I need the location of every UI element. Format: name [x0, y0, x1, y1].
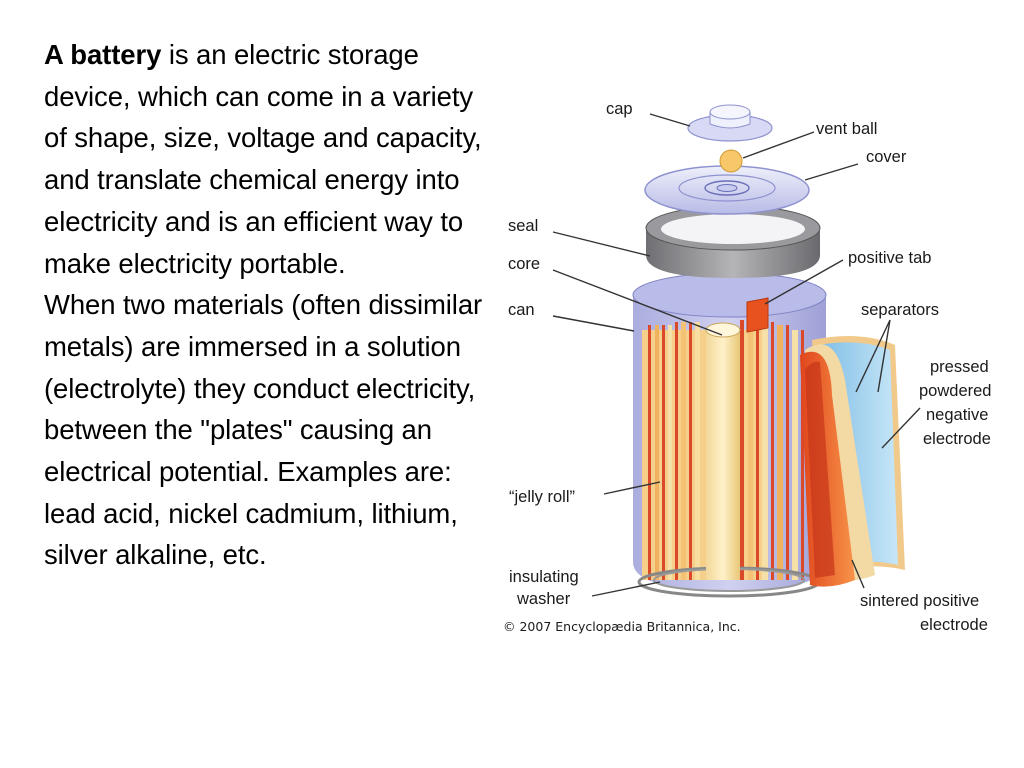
text-block: A battery is an electric storage device,…: [44, 34, 494, 576]
label-pressed-2: powdered: [919, 382, 991, 400]
unrolled-layers: [800, 336, 905, 587]
positive-tab: [746, 297, 769, 333]
battery-cap: [687, 104, 773, 142]
battery-cover: [644, 165, 810, 215]
label-positive-tab: positive tab: [848, 249, 931, 267]
label-cap: cap: [606, 100, 633, 118]
label-pressed-3: negative: [926, 406, 988, 424]
label-insulating-1: insulating: [509, 568, 579, 586]
battery-term: A battery: [44, 39, 162, 70]
label-jelly-roll: “jelly roll”: [509, 488, 575, 506]
definition-text: is an electric storage device, which can…: [44, 39, 482, 279]
label-can: can: [508, 301, 535, 319]
battery-core: [705, 322, 741, 580]
label-vent-ball: vent ball: [816, 120, 877, 138]
label-pressed-4: electrode: [923, 430, 991, 448]
vent-ball: [719, 149, 743, 173]
label-pressed-1: pressed: [930, 358, 989, 376]
label-core: core: [508, 255, 540, 273]
leader-lines: [552, 113, 921, 597]
battery-diagram: cap vent ball cover seal core positive t…: [503, 100, 991, 634]
label-seal: seal: [508, 217, 538, 235]
label-sintered-1: sintered positive: [860, 592, 979, 610]
battery-definition: A battery is an electric storage device,…: [44, 34, 494, 284]
battery-explanation: When two materials (often dissimilar met…: [44, 289, 483, 571]
label-insulating-2: washer: [516, 590, 571, 608]
label-sintered-2: electrode: [920, 616, 988, 634]
label-separators: separators: [861, 301, 939, 319]
copyright-credit: © 2007 Encyclopædia Britannica, Inc.: [503, 619, 741, 634]
battery-seal: [645, 205, 821, 278]
label-cover: cover: [866, 148, 907, 166]
